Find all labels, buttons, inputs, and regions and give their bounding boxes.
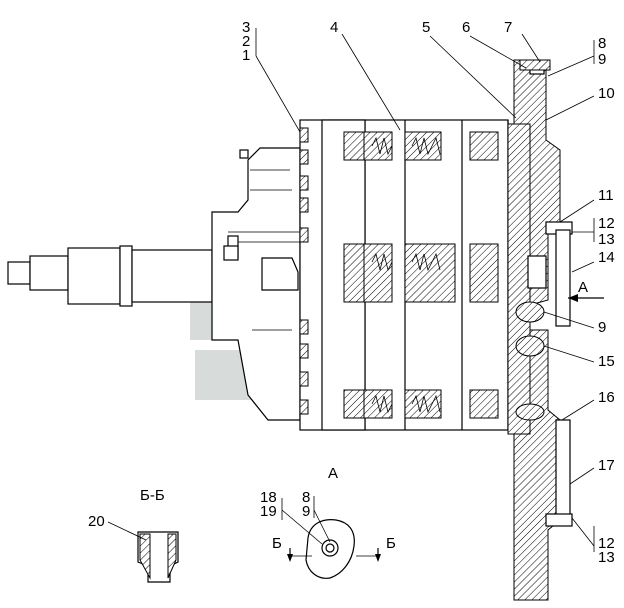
callout-3: 3 bbox=[242, 19, 250, 36]
callout-17: 17 bbox=[598, 457, 615, 474]
callout-11: 11 bbox=[598, 187, 614, 204]
section-b-b bbox=[107, 521, 179, 583]
shaft bbox=[7, 245, 213, 307]
callout-19: 19 bbox=[260, 503, 277, 520]
detail-view-a bbox=[281, 496, 381, 579]
arrow-view-label: А bbox=[578, 279, 588, 296]
callout-9c: 9 bbox=[302, 503, 310, 520]
callout-4: 4 bbox=[330, 19, 338, 36]
pressure-plate bbox=[507, 59, 573, 601]
spring-blocks bbox=[343, 131, 499, 419]
callout-1: 1 bbox=[242, 47, 250, 64]
callout-18: 18 bbox=[260, 489, 277, 506]
leader-lines bbox=[255, 28, 595, 552]
section-mark-right: Б bbox=[386, 535, 396, 552]
callout-16: 16 bbox=[598, 389, 615, 406]
callout-5: 5 bbox=[422, 19, 430, 36]
view-arrow-a bbox=[568, 294, 604, 302]
callout-9: 9 bbox=[598, 51, 606, 68]
callout-8b: 8 bbox=[302, 489, 310, 506]
callout-10: 10 bbox=[598, 85, 615, 102]
callout-9b: 9 bbox=[598, 319, 606, 336]
callout-13: 13 bbox=[598, 231, 615, 248]
callout-13b: 13 bbox=[598, 549, 615, 566]
section-mark-left: Б bbox=[272, 535, 282, 552]
spline-teeth bbox=[299, 127, 309, 415]
hub-housing bbox=[211, 147, 301, 421]
section-title: Б-Б bbox=[140, 487, 165, 504]
callout-12: 12 bbox=[598, 215, 615, 232]
callout-7: 7 bbox=[504, 19, 512, 36]
callout-12b: 12 bbox=[598, 535, 615, 552]
callout-20: 20 bbox=[88, 513, 105, 530]
callout-8: 8 bbox=[598, 35, 606, 52]
callout-14: 14 bbox=[598, 249, 615, 266]
callout-15: 15 bbox=[598, 353, 615, 370]
view-a-title: А bbox=[328, 465, 338, 482]
callout-labels: 3 2 1 4 5 6 7 8 9 10 11 12 13 14 А 9 15 … bbox=[88, 19, 615, 566]
callout-6: 6 bbox=[462, 19, 470, 36]
callout-2: 2 bbox=[242, 33, 250, 50]
